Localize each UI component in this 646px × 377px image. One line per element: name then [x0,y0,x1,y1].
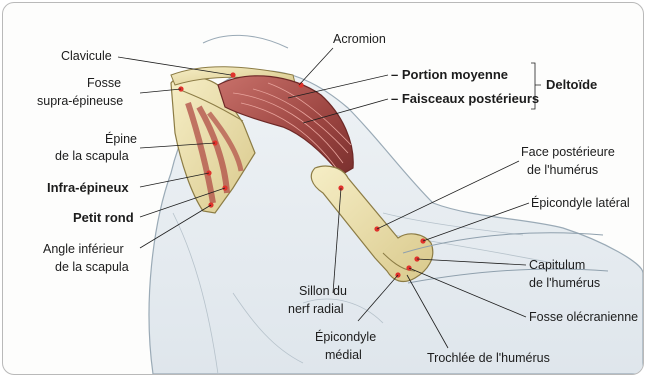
label-epicondyle-medial-2: médial [325,348,362,362]
label-capitulum-1: Capitulum [529,258,585,272]
label-petit-rond: Petit rond [73,210,134,225]
label-epine-2: de la scapula [55,149,129,163]
label-epicondyle-lateral: Épicondyle latéral [531,195,630,210]
label-acromion: Acromion [333,32,386,46]
label-sillon-1: Sillon du [299,284,347,298]
label-clavicule: Clavicule [61,49,112,63]
label-angle-inf-1: Angle inférieur [43,242,124,256]
label-faisceaux-posterieurs: – Faisceaux postérieurs [391,91,539,106]
label-fosse-supra-1: Fosse [87,76,121,90]
label-face-post-2: de l'humérus [527,163,598,177]
shoulder-anatomy-diagram: Clavicule Fosse supra-épineuse Épine de … [3,3,643,374]
label-face-post-1: Face postérieure [521,145,615,159]
label-infra-epineux: Infra-épineux [47,180,129,195]
label-trochlee: Trochlée de l'humérus [427,351,550,365]
label-epine-1: Épine [105,131,137,146]
label-angle-inf-2: de la scapula [55,260,129,274]
label-fosse-supra-2: supra-épineuse [37,94,123,108]
label-deltoide: Deltoïde [546,77,597,92]
label-capitulum-2: de l'humérus [529,276,600,290]
label-fosse-olecranienne: Fosse olécranienne [529,310,638,324]
label-portion-moyenne: – Portion moyenne [391,67,508,82]
label-epicondyle-medial-1: Épicondyle [315,329,376,344]
label-sillon-2: nerf radial [288,302,344,316]
